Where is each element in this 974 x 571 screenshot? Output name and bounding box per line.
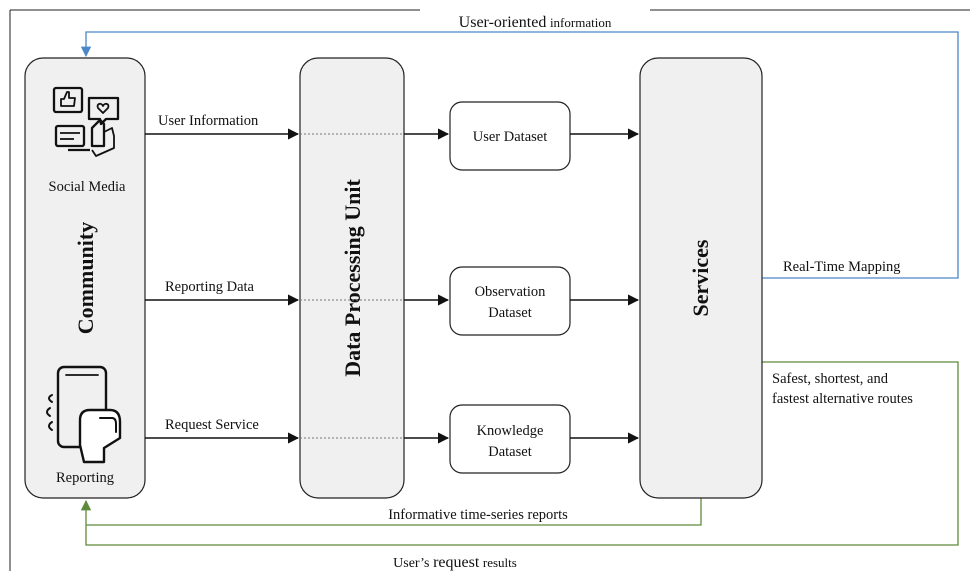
services-label: Services (688, 239, 713, 316)
user-oriented-feedback-line (80, 31, 959, 279)
time-series-reports-label: Informative time-series reports (388, 507, 568, 523)
request-results-label-c: results (483, 555, 517, 570)
data-processing-unit-block (299, 57, 405, 499)
services-block (639, 57, 763, 499)
svg-text:User-oriented information: User-oriented information (459, 14, 612, 31)
reporting-data-label: Reporting Data (165, 279, 255, 295)
request-service-label: Request Service (165, 417, 259, 433)
knowledge-dataset-label-1: Knowledge (477, 423, 544, 439)
time-series-feedback-line (86, 498, 702, 526)
svg-text:User’s request results: User’s request results (393, 554, 517, 571)
knowledge-dataset-label-2: Dataset (488, 444, 531, 460)
routes-label-2: fastest alternative routes (772, 391, 913, 407)
user-dataset-box (449, 101, 571, 171)
user-oriented-label-sub: information (550, 15, 612, 30)
request-results-label-a: User’s (393, 556, 429, 571)
community-block (24, 57, 146, 499)
knowledge-dataset-box (449, 404, 571, 474)
user-information-label: User Information (158, 113, 259, 129)
observation-dataset-label-1: Observation (475, 284, 547, 300)
observation-dataset-label-2: Dataset (488, 305, 531, 321)
social-media-label: Social Media (49, 179, 126, 195)
community-label: Community (73, 222, 98, 334)
reporting-phone-icon (46, 365, 122, 464)
user-dataset-label: User Dataset (473, 129, 547, 145)
request-results-label-b: request (433, 554, 480, 571)
social-media-icon (52, 86, 120, 157)
real-time-mapping-label: Real-Time Mapping (783, 259, 900, 275)
reporting-label: Reporting (56, 470, 114, 486)
user-oriented-label: User-oriented (459, 14, 547, 31)
request-results-feedback-line (80, 361, 959, 546)
data-processing-unit-label: Data Processing Unit (340, 179, 365, 377)
routes-label-1: Safest, shortest, and (772, 371, 889, 387)
observation-dataset-box (449, 266, 571, 336)
